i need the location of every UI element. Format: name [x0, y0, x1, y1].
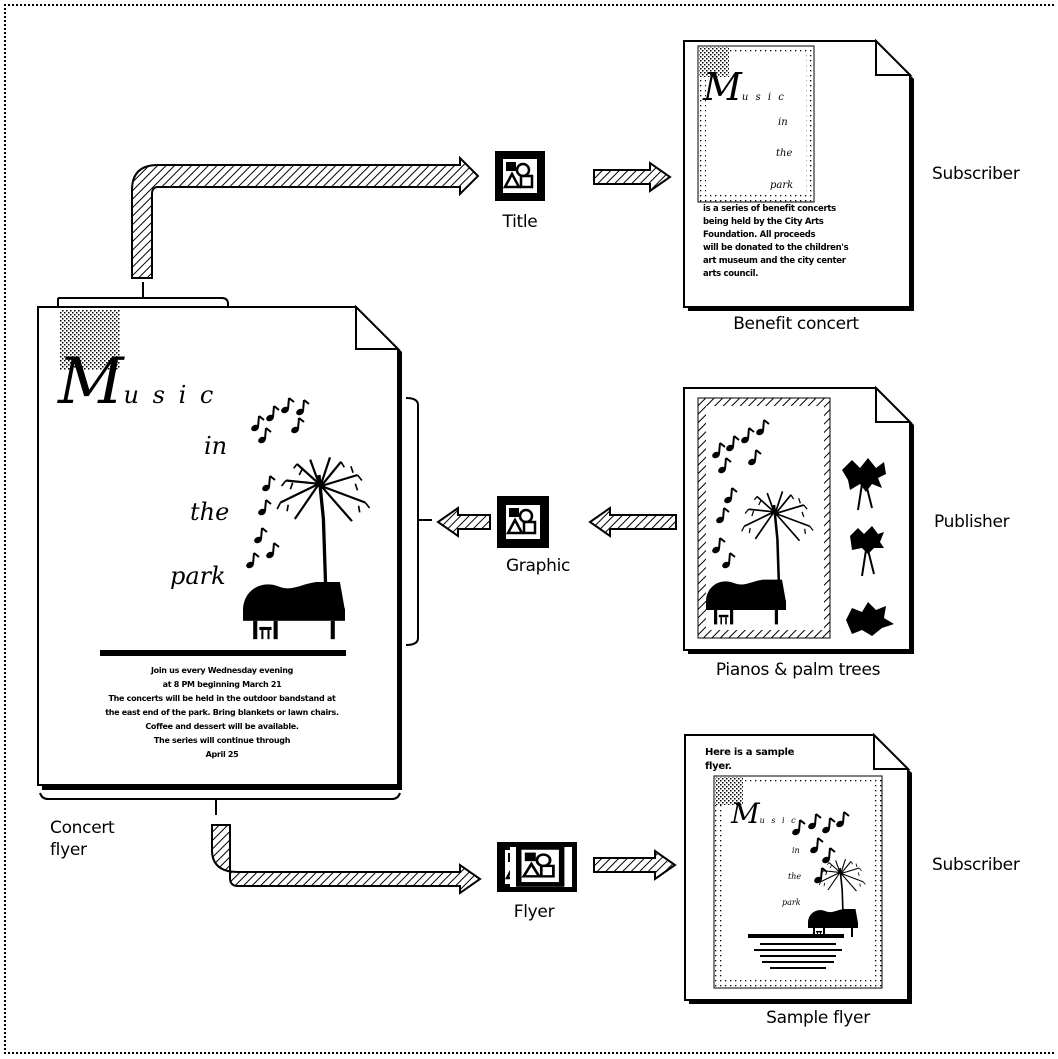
flyer-title-rest: u s i c: [124, 381, 217, 409]
benefit-body-line: Foundation. All proceeds: [703, 229, 848, 242]
benefit-title-word3: the: [776, 148, 792, 159]
concert-flyer-label-line2: flyer: [50, 840, 87, 860]
pianos-palm-trees-name: Pianos & palm trees: [716, 660, 880, 680]
benefit-body-line: is a series of benefit concerts: [703, 203, 848, 216]
arrow-flyer-to-title: [132, 158, 478, 278]
benefit-body-text: is a series of benefit concerts being he…: [703, 203, 848, 281]
arrow-flyer-to-flyer-edition: [212, 825, 480, 893]
flyer-edition-label: Flyer: [514, 902, 555, 922]
sample-title-word3: the: [788, 872, 801, 881]
flyer-title-word4: park: [170, 562, 226, 590]
benefit-title-word2: in: [778, 117, 788, 128]
arrow-title-to-benefit: [594, 163, 670, 191]
sample-note-line1: Here is a sample: [705, 746, 794, 760]
flyer-body-line: Coffee and dessert will be available.: [105, 720, 339, 734]
sample-title-word2: in: [792, 846, 800, 855]
flyer-body-line: Join us every Wednesday evening: [105, 664, 339, 678]
sample-note-line2: flyer.: [705, 760, 794, 774]
sample-title-word1: Mu s i c: [731, 800, 798, 828]
benefit-concert-name: Benefit concert: [733, 314, 859, 334]
flyer-edition-icon[interactable]: [497, 842, 577, 892]
sample-flyer-document[interactable]: [685, 735, 912, 1004]
flyer-body-text: Join us every Wednesday evening at 8 PM …: [105, 664, 339, 762]
title-edition-label: Title: [503, 212, 538, 232]
title-edition-icon[interactable]: [495, 151, 545, 201]
benefit-body-line: art museum and the city center: [703, 255, 848, 268]
flyer-title-word1: Mu s i c: [58, 350, 216, 414]
benefit-title-word4: park: [770, 180, 793, 191]
flyer-body-line: the east end of the park. Bring blankets…: [105, 706, 339, 720]
graphic-edition-icon[interactable]: [497, 496, 549, 548]
sample-title-initial: M: [731, 797, 760, 830]
flyer-title-word2: in: [204, 432, 227, 460]
flyer-body-line: April 25: [105, 748, 339, 762]
arrow-pianos-to-graphic: [590, 508, 676, 536]
sample-title-word4: park: [782, 898, 801, 907]
benefit-title-initial: M: [703, 65, 742, 109]
benefit-body-line: arts council.: [703, 268, 848, 281]
flyer-body-line: at 8 PM beginning March 21: [105, 678, 339, 692]
pianos-palm-trees-role: Publisher: [934, 512, 1009, 532]
benefit-body-line: being held by the City Arts: [703, 216, 848, 229]
flyer-body-line: The series will continue through: [105, 734, 339, 748]
flyer-title-initial: M: [58, 345, 124, 419]
sample-title-rest: u s i c: [760, 816, 798, 825]
concert-flyer-label-line1: Concert: [50, 818, 114, 838]
benefit-title-rest: u s i c: [742, 92, 786, 103]
graphic-edition-label: Graphic: [506, 556, 570, 576]
arrow-flyer-edition-to-sample: [594, 851, 675, 879]
pianos-palm-trees-document[interactable]: [684, 388, 914, 654]
sample-flyer-role: Subscriber: [932, 855, 1020, 875]
benefit-title-word1: Mu s i c: [703, 68, 786, 106]
benefit-body-line: will be donated to the children's: [703, 242, 848, 255]
benefit-concert-role: Subscriber: [932, 164, 1020, 184]
arrow-graphic-to-flyer: [438, 508, 490, 536]
sample-flyer-note: Here is a sample flyer.: [705, 746, 794, 774]
sample-flyer-name: Sample flyer: [766, 1008, 870, 1028]
flyer-title-word3: the: [190, 498, 229, 526]
flyer-body-line: The concerts will be held in the outdoor…: [105, 692, 339, 706]
